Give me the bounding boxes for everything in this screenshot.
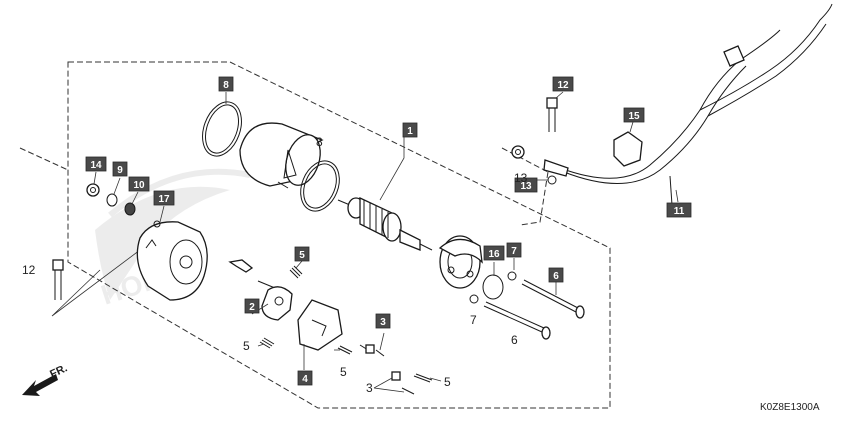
front-direction-arrow: FR. (22, 362, 69, 396)
svg-text:16: 16 (488, 249, 500, 260)
callout-text-13: 13 (514, 171, 528, 185)
washer-7-upper (507, 271, 517, 281)
terminal-bolts-3 (359, 344, 415, 395)
armature (337, 196, 433, 251)
svg-text:8: 8 (223, 80, 229, 91)
front-direction-label: FR. (48, 362, 69, 380)
svg-text:1: 1 (407, 126, 413, 137)
svg-text:3: 3 (380, 317, 386, 328)
svg-text:10: 10 (133, 180, 145, 191)
callout-text-12: 12 (22, 263, 36, 277)
cable-terminal (511, 145, 569, 185)
diagram-code: K0Z8E1300A (760, 402, 820, 413)
svg-text:12: 12 (557, 80, 569, 91)
svg-text:17: 17 (158, 194, 170, 205)
svg-text:2: 2 (249, 302, 255, 313)
springs (259, 265, 433, 383)
terminal-hardware (86, 183, 161, 228)
callout-box-12: 12 (552, 76, 574, 92)
washer-7-lower (469, 294, 479, 304)
callout-box-13: 13 (514, 177, 538, 193)
o-ring-16 (482, 274, 504, 300)
callout-box-7: 7 (506, 242, 522, 258)
svg-text:13: 13 (520, 181, 532, 192)
callout-box-16: 16 (483, 245, 505, 261)
callout-box-6: 6 (548, 267, 564, 283)
callout-box-4: 4 (297, 370, 313, 386)
o-ring-8-mid (300, 160, 340, 212)
svg-text:6: 6 (553, 271, 559, 282)
terminal-cap (613, 131, 643, 167)
brush-holder (228, 259, 293, 321)
callout-box-11: 11 (666, 202, 692, 218)
callout-box-8: 8 (218, 76, 234, 92)
long-bolts-6 (483, 279, 585, 340)
callout-box-2: 2 (244, 298, 260, 314)
callout-box-3: 3 (375, 313, 391, 329)
callout-box-17: 17 (153, 190, 175, 206)
o-ring-8-top (202, 101, 242, 157)
callout-text-5b: 5 (340, 365, 347, 379)
callout-text-5a: 5 (243, 339, 250, 353)
callout-text-5c: 5 (444, 375, 451, 389)
callout-box-9: 9 (112, 161, 128, 177)
svg-text:5: 5 (299, 250, 305, 261)
svg-text:9: 9 (117, 165, 123, 176)
callout-box-14: 14 (85, 156, 107, 172)
svg-text:15: 15 (628, 111, 640, 122)
rear-cover (136, 221, 208, 301)
bolt-12-right (546, 97, 558, 132)
callout-box-1: 1 (402, 122, 418, 138)
callout-text-8: 8 (316, 135, 323, 149)
starter-cable (559, 3, 833, 206)
svg-text:4: 4 (302, 374, 308, 385)
assembly-outline (19, 61, 611, 409)
front-cover (438, 235, 483, 289)
callout-text-3: 3 (366, 381, 373, 395)
callout-text-6: 6 (511, 333, 518, 347)
brush-plate (297, 299, 343, 351)
bolt-12-left (52, 259, 64, 300)
callout-text-7: 7 (470, 313, 477, 327)
svg-text:7: 7 (511, 246, 517, 257)
svg-text:11: 11 (674, 206, 685, 217)
svg-text:14: 14 (90, 160, 102, 171)
callout-box-10: 10 (128, 176, 150, 192)
boxed-callouts: 1 2 3 4 5 6 7 8 9 10 11 12 13 14 15 16 1… (85, 76, 692, 386)
plain-callouts: 3 5 5 5 6 7 8 12 13 (22, 135, 528, 395)
callout-box-15: 15 (623, 107, 645, 123)
motor-yoke (239, 122, 324, 189)
callout-box-5: 5 (294, 246, 310, 262)
